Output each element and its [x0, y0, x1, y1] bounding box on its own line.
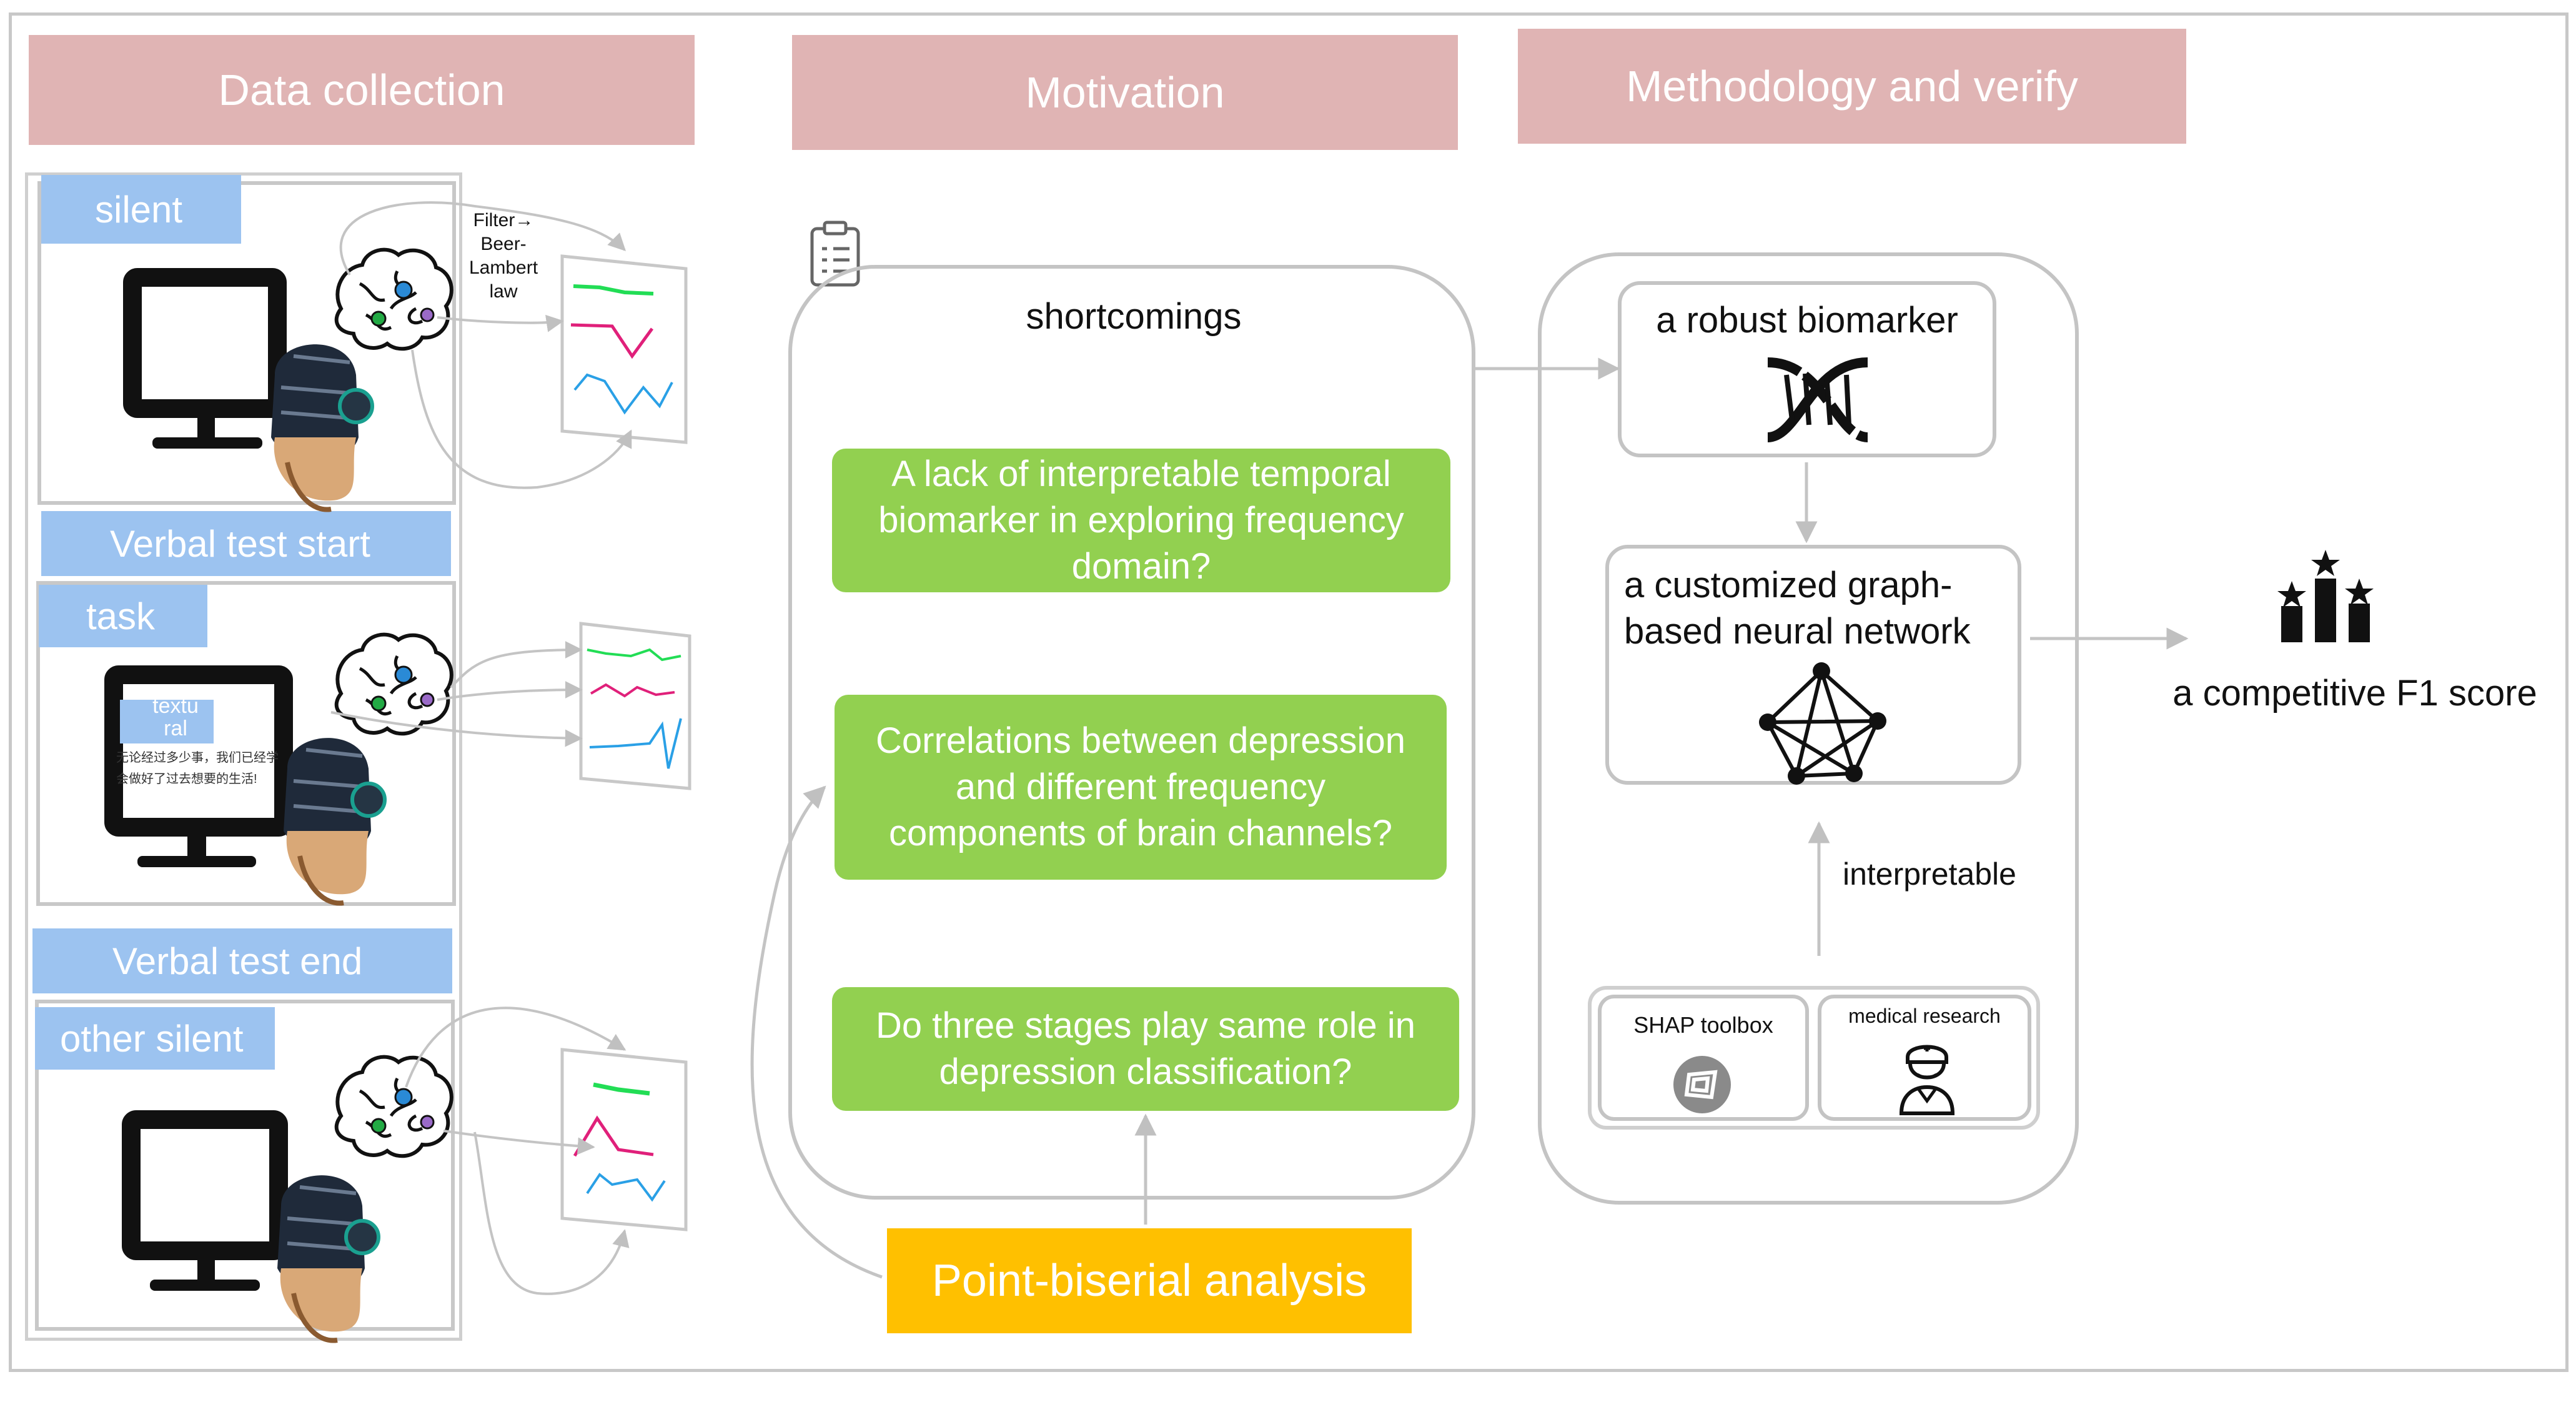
outer-frame — [9, 12, 2569, 1372]
medical-label: medical research — [1848, 1005, 2001, 1027]
shap-logo-icon — [1673, 1056, 1731, 1113]
shap-label: SHAP toolbox — [1633, 1012, 1773, 1038]
dna-icon — [1767, 357, 1868, 442]
biomarker-card — [1618, 281, 1996, 457]
signal-panel-3 — [560, 1048, 688, 1231]
doctor-icon — [1899, 1045, 1955, 1115]
graph-network-label: a customized graph-based neural network — [1624, 565, 1971, 652]
data-collection-outline — [25, 172, 462, 1341]
trophy-stars-icon — [2277, 550, 2374, 642]
screen-text-tag: textu ral — [152, 694, 199, 740]
question-three-stages: Do three stages play same role in depres… — [832, 987, 1459, 1111]
header-motivation: Motivation — [792, 35, 1458, 150]
monitor-icon-other-silent — [122, 1110, 288, 1291]
arrow-analysis-loop — [750, 785, 883, 1279]
filter-note: Filter→ Beer- Lambert law — [468, 210, 538, 302]
graph-network-card — [1605, 545, 2021, 785]
f1-score-label: a competitive F1 score — [2172, 673, 2537, 713]
stage-label-verbal-end: Verbal test end — [32, 928, 452, 993]
stage-label-silent: silent — [41, 175, 241, 244]
monitor-icon-task — [104, 665, 293, 867]
monitor-icon-silent — [123, 268, 287, 449]
header-data-collection: Data collection — [29, 35, 695, 145]
shortcomings-title: shortcomings — [1026, 296, 1242, 337]
stage-label-task: task — [39, 585, 207, 647]
question-frequency-correlations: Correlations between depression and diff… — [835, 695, 1447, 880]
stage-label-verbal-start: Verbal test start — [41, 511, 451, 576]
screen-chinese-text: 无论经过多少事，我们已经学会做好了过去想要的生活! — [116, 751, 279, 786]
interpretation-tools-group — [1588, 986, 2040, 1130]
graph-network-icon — [1759, 662, 1886, 785]
shortcomings-box — [788, 265, 1475, 1200]
signal-panel-2 — [579, 622, 691, 790]
question-temporal-biomarker: A lack of interpretable temporal biomark… — [832, 449, 1450, 592]
stage-label-other-silent: other silent — [35, 1007, 275, 1070]
biomarker-label: a robust biomarker — [1656, 300, 1958, 341]
clipboard-icon — [810, 221, 860, 287]
signal-panel-1 — [560, 254, 688, 444]
methodology-box — [1538, 252, 2079, 1205]
point-biserial-analysis: Point-biserial analysis — [887, 1228, 1412, 1333]
header-methodology: Methodology and verify — [1518, 29, 2186, 144]
interpretable-label: interpretable — [1843, 857, 2016, 892]
